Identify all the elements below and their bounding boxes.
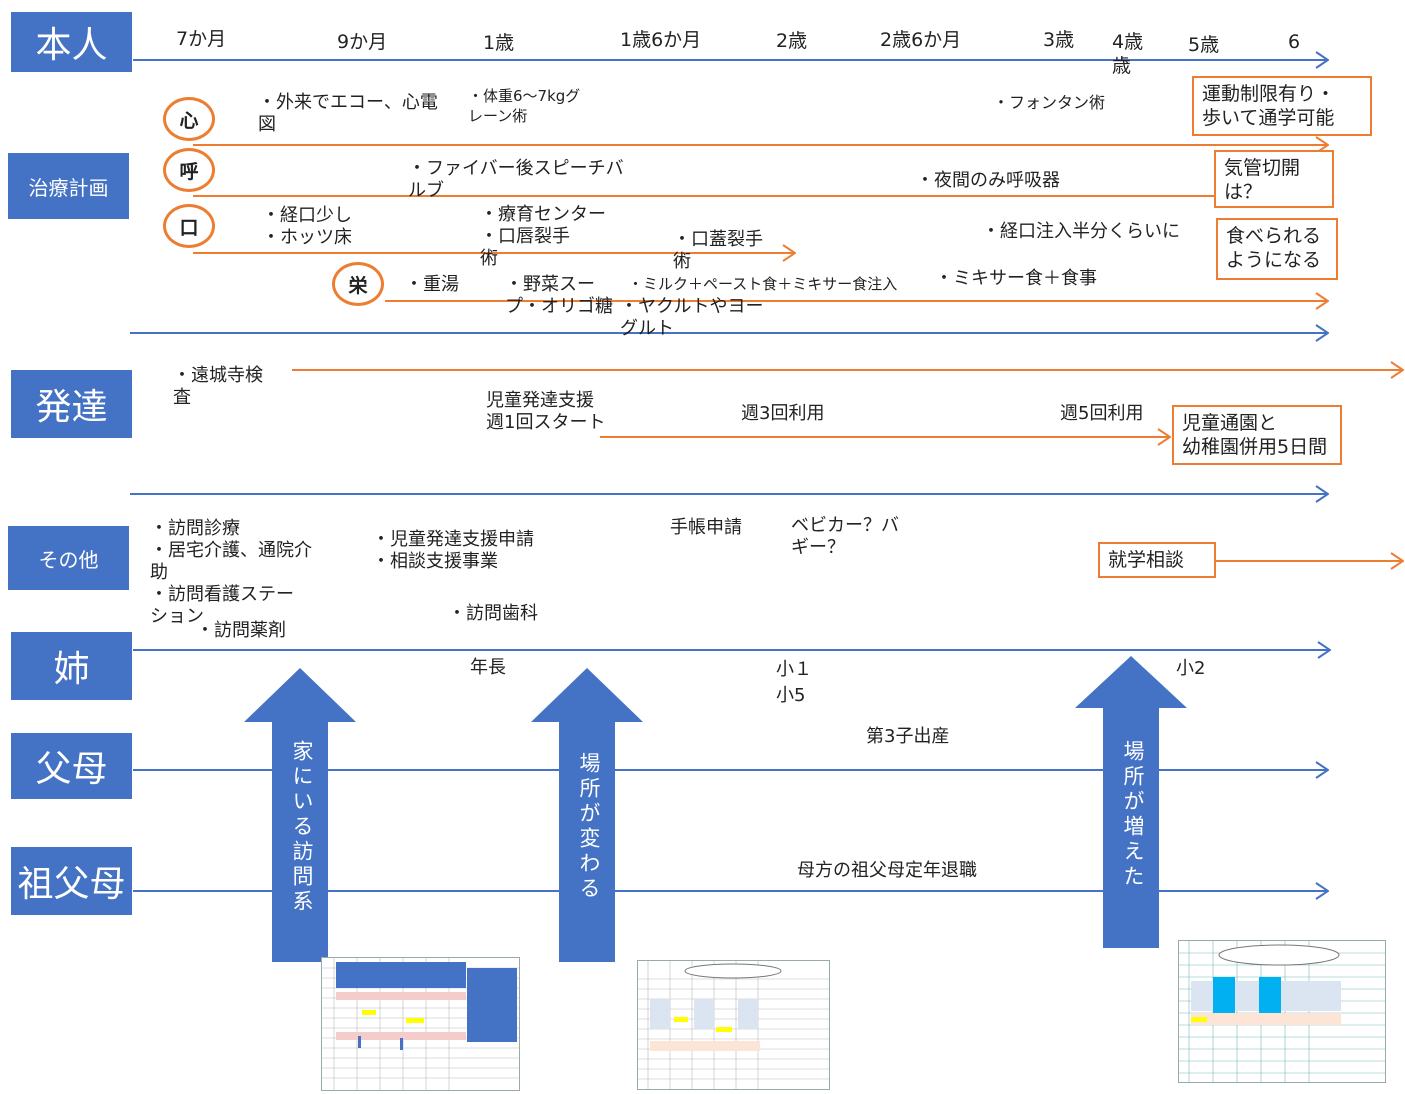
nutrition-note-milk: ・ミルク＋ペースト食＋ミキサー食注入 xyxy=(628,275,898,293)
other-note-pharmacy: ・訪問薬剤 xyxy=(196,620,286,641)
breath-goal-box: 気管切開 は？ xyxy=(1214,150,1334,208)
development-note-5week: 週5回利用 xyxy=(1060,403,1144,424)
nutrition-note-omoyu: ・重湯 xyxy=(405,274,459,295)
age-3y: 3歳 xyxy=(1043,29,1075,51)
other-note-dental: ・訪問歯科 xyxy=(448,603,538,624)
big-arrow-place-increase-label: 場所が増えた xyxy=(1121,740,1145,890)
heart-note-fontan: ・フォンタン術 xyxy=(993,93,1106,112)
sister-note-sho2: 小2 xyxy=(1176,658,1206,679)
big-arrow-home-label: 家にいる訪問系 xyxy=(290,740,314,915)
development-note-support: 児童発達支援 週1回スタート xyxy=(486,390,606,433)
age-1y: 1歳 xyxy=(483,32,515,54)
mouth-badge: 口 xyxy=(163,204,215,248)
parents-note-birth: 第3子出産 xyxy=(866,726,950,747)
nutrition-note-yakult: ・ヤクルトやヨー グルト xyxy=(620,296,764,339)
development-note-test: ・遠城寺検 査 xyxy=(173,365,263,408)
age-1y6m: 1歳6か月 xyxy=(620,29,702,51)
row-label-other: その他 xyxy=(8,526,129,590)
age-5y: 5歳 xyxy=(1188,34,1220,56)
sister-note-sho1: 小１ 小5 xyxy=(776,659,812,706)
mouth-note-center: ・療育センター ・口唇裂手 術 xyxy=(480,204,606,269)
row-label-development: 発達 xyxy=(11,370,132,438)
row-label-sister: 姉 xyxy=(11,632,132,700)
other-goal-box: 就学相談 xyxy=(1098,542,1216,578)
mouth-note-half: ・経口注入半分くらいに xyxy=(982,221,1180,242)
age-4y: 4歳 歳 xyxy=(1112,31,1144,77)
row-label-treatment: 治療計画 xyxy=(8,153,129,219)
schedule-thumbnail-1 xyxy=(321,957,520,1091)
big-arrow-place-change-label: 場所が変わる xyxy=(577,752,601,902)
other-note-visits: ・訪問診療 ・居宅介護、通院介 助 ・訪問看護ステー ション xyxy=(150,518,312,627)
mouth-note-palate: ・口蓋裂手 術 xyxy=(673,229,763,272)
heart-badge: 心 xyxy=(163,97,215,141)
age-2y6m: 2歳6か月 xyxy=(880,29,962,51)
age-2y: 2歳 xyxy=(776,30,808,52)
breath-note-fiber: ・ファイバー後スピーチバ ルブ xyxy=(408,158,624,201)
other-note-application: ・児童発達支援申請 ・相談支援事業 xyxy=(372,529,534,572)
age-7m: 7か月 xyxy=(176,28,227,50)
heart-goal-box: 運動制限有り・ 歩いて通学可能 xyxy=(1192,76,1372,136)
heart-note-echo: ・外来でエコー、心電 図 xyxy=(258,92,438,135)
development-note-3week: 週3回利用 xyxy=(741,403,825,424)
row-label-grandparents: 祖父母 xyxy=(11,847,132,915)
schedule-thumbnail-3 xyxy=(1178,940,1386,1083)
row-label-parents: 父母 xyxy=(11,733,132,799)
nutrition-badge: 栄 xyxy=(332,262,384,306)
breath-badge: 呼 xyxy=(163,148,215,192)
mouth-goal-box: 食べられる ようになる xyxy=(1216,218,1338,280)
breath-note-night: ・夜間のみ呼吸器 xyxy=(916,170,1060,191)
other-note-stroller: ベビカー？バ ギー？ xyxy=(791,515,899,558)
nutrition-note-soup: ・野菜スー プ・オリゴ糖 xyxy=(505,274,613,317)
sister-note-nencho: 年長 xyxy=(470,657,506,678)
other-note-handbook: 手帳申請 xyxy=(670,517,742,538)
age-9m: 9か月 xyxy=(337,31,388,53)
development-goal-box: 児童通園と 幼稚園併用5日間 xyxy=(1172,405,1342,465)
schedule-thumbnail-2 xyxy=(637,960,830,1090)
age-6: 6 xyxy=(1288,31,1301,53)
nutrition-note-mixer: ・ミキサー食＋食事 xyxy=(935,268,1097,289)
grandparents-note-retire: 母方の祖父母定年退職 xyxy=(797,860,977,881)
mouth-note-oral: ・経口少し ・ホッツ床 xyxy=(262,205,352,248)
heart-note-glenn: ・体重6〜7kgグ レーン術 xyxy=(468,87,581,125)
row-label-honnin: 本人 xyxy=(11,12,132,72)
